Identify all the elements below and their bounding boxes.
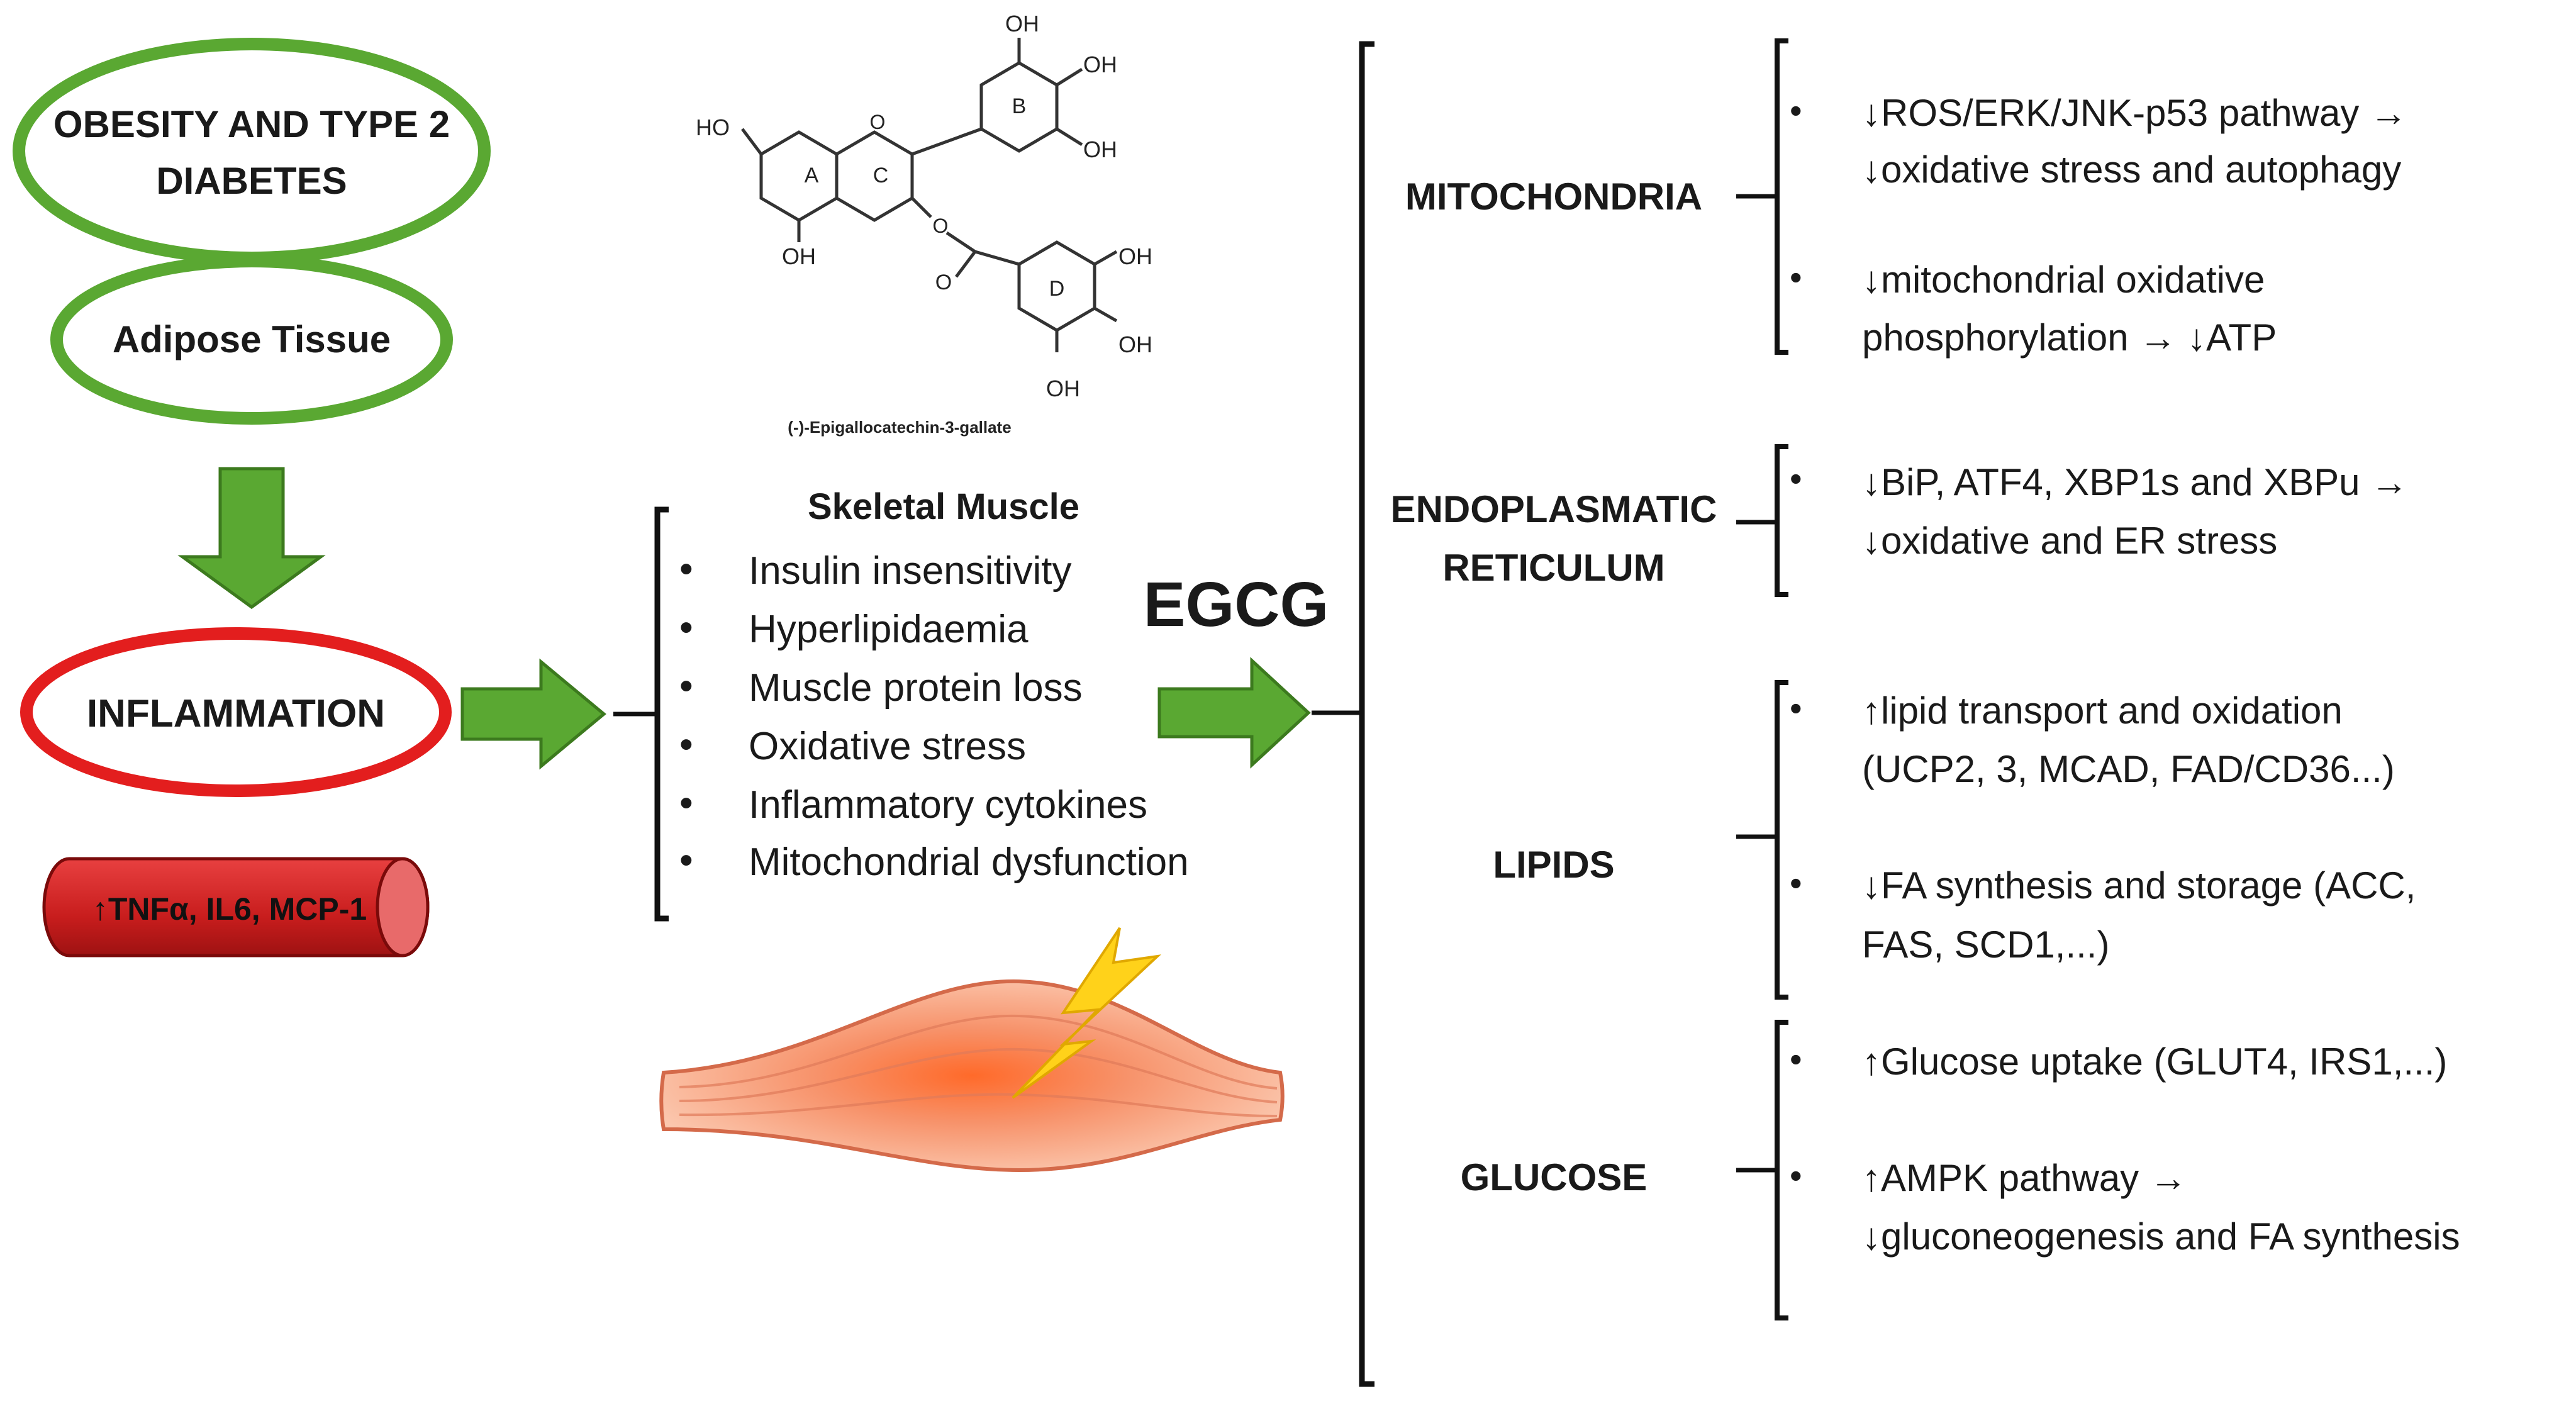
- muscle-title: Skeletal Muscle: [808, 486, 1079, 527]
- target-endoplasmatic-reticulum: ENDOPLASMATIC RETICULUM • ↓BiP, ATF4, XB…: [1391, 444, 2408, 597]
- egcg-label: EGCG: [1144, 569, 1329, 640]
- ring-a-label: A: [805, 164, 819, 187]
- bullet: •: [1790, 257, 1802, 297]
- muscle-item-bullet: •: [679, 723, 693, 766]
- glucose-bracket: [1775, 1020, 1788, 1320]
- oh-b-top-label: OH: [1005, 11, 1039, 36]
- muscle-list: • Insulin insensitivity • Hyperlipidaemi…: [679, 547, 1189, 884]
- molecule-caption: (-)-Epigallocatechin-3-gallate: [788, 418, 1011, 437]
- muscle-bracket: [654, 506, 669, 922]
- molecule-labels: A C B D O O O HO OH OH OH OH OH OH OH (-…: [696, 11, 1152, 437]
- pill-cap: [376, 857, 430, 957]
- target-glucose: GLUCOSE • ↑Glucose uptake (GLUT4, IRS1,.…: [1461, 1020, 2460, 1320]
- right-arrow-egcg: [1157, 657, 1311, 769]
- muscle-item-bullet: •: [679, 781, 693, 825]
- muscle-item: Mitochondrial dysfunction: [749, 840, 1189, 884]
- cytokine-label: ↑TNFα, IL6, MCP-1: [92, 891, 367, 927]
- ring-c-label: C: [873, 164, 889, 187]
- obesity-label-line1: OBESITY AND TYPE 2: [53, 103, 450, 145]
- bullet: •: [1790, 688, 1802, 728]
- oh-b-right-label: OH: [1083, 52, 1117, 77]
- lipids-effect-2-line1: ↓FA synthesis and storage (ACC,: [1862, 864, 2416, 907]
- bullet: •: [1790, 1039, 1802, 1079]
- glucose-effect-2-line1: ↑AMPK pathway →: [1862, 1157, 2187, 1199]
- er-effect-1-line1: ↓BiP, ATF4, XBP1s and XBPu →: [1862, 461, 2408, 503]
- er-label-line2: RETICULUM: [1442, 547, 1664, 589]
- obesity-label-line2: DIABETES: [156, 160, 347, 202]
- adipose-label: Adipose Tissue: [113, 318, 391, 360]
- ester-oxygen-label: O: [933, 215, 949, 237]
- muscle-item: Inflammatory cytokines: [749, 783, 1147, 827]
- down-arrow: [177, 467, 326, 610]
- adipose-node: Adipose Tissue: [50, 255, 453, 425]
- bullet: •: [1790, 459, 1802, 498]
- muscle-item: Muscle protein loss: [749, 666, 1083, 710]
- bullet: •: [1790, 1156, 1802, 1195]
- glucose-label: GLUCOSE: [1461, 1156, 1648, 1198]
- mitochondria-effect-2-line1: ↓mitochondrial oxidative: [1862, 259, 2265, 301]
- muscle-item-bullet: •: [679, 839, 693, 882]
- mitochondria-bracket: [1775, 38, 1788, 355]
- targets-bracket: [1359, 41, 1374, 1387]
- muscle-item: Hyperlipidaemia: [749, 608, 1029, 651]
- glucose-effect-2-line2: ↓gluconeogenesis and FA synthesis: [1862, 1215, 2460, 1258]
- inflammation-ellipse: [20, 627, 452, 797]
- obesity-ellipse: [13, 38, 491, 264]
- lipids-bracket: [1775, 680, 1788, 1000]
- bullet: •: [1790, 863, 1802, 903]
- oh-a-bottom-label: OH: [782, 243, 816, 269]
- muscle-illustration: [659, 927, 1285, 1173]
- ring-b-label: B: [1012, 94, 1027, 118]
- carbonyl-oxygen-label: O: [935, 271, 952, 294]
- ring-a: [759, 130, 839, 222]
- lightning-bolt-icon: [1012, 927, 1162, 1099]
- er-bracket: [1775, 444, 1788, 597]
- target-mitochondria: MITOCHONDRIA • ↓ROS/ERK/JNK-p53 pathway …: [1405, 38, 2407, 359]
- inflammation-node: INFLAMMATION: [20, 627, 452, 797]
- lipids-effect-1-line2: (UCP2, 3, MCAD, FAD/CD36...): [1862, 748, 2395, 790]
- glucose-effect-1-line1: ↑Glucose uptake (GLUT4, IRS1,...): [1862, 1041, 2447, 1083]
- egcg-molecule: [741, 38, 1118, 352]
- oh-d-right-label: OH: [1118, 332, 1152, 357]
- bullet: •: [1790, 91, 1802, 130]
- lipids-effect-1-line1: ↑lipid transport and oxidation: [1862, 689, 2343, 732]
- cytokine-pill: ↑TNFα, IL6, MCP-1: [42, 857, 430, 957]
- ring-d-label: D: [1049, 277, 1065, 301]
- muscle-body: [659, 979, 1285, 1173]
- target-lipids: LIPIDS • ↑lipid transport and oxidation …: [1493, 680, 2416, 1000]
- ho-left-label: HO: [696, 114, 730, 140]
- er-effect-1-line2: ↓oxidative and ER stress: [1862, 520, 2277, 562]
- muscle-item-bullet: •: [679, 664, 693, 708]
- lipids-effect-2-line2: FAS, SCD1,...): [1862, 924, 2109, 966]
- muscle-item-bullet: •: [679, 547, 693, 591]
- obesity-node: OBESITY AND TYPE 2 DIABETES: [13, 38, 491, 264]
- oh-b-bottom-label: OH: [1083, 137, 1117, 162]
- mitochondria-label: MITOCHONDRIA: [1405, 176, 1702, 218]
- muscle-item-bullet: •: [679, 606, 693, 649]
- muscle-item: Insulin insensitivity: [749, 549, 1071, 593]
- lipids-label: LIPIDS: [1493, 844, 1614, 886]
- oh-d-bottom-label: OH: [1046, 376, 1080, 401]
- er-label-line1: ENDOPLASMATIC: [1391, 488, 1717, 530]
- right-arrow-inflammation: [460, 658, 606, 770]
- inflammation-label: INFLAMMATION: [87, 692, 385, 735]
- mitochondria-effect-2-line2: phosphorylation → ↓ATP: [1862, 316, 2277, 359]
- oh-d-top-label: OH: [1118, 243, 1152, 269]
- mitochondria-effect-1-line2: ↓oxidative stress and autophagy: [1862, 148, 2401, 191]
- muscle-item: Oxidative stress: [749, 725, 1026, 768]
- mitochondria-effect-1-line1: ↓ROS/ERK/JNK-p53 pathway →: [1862, 92, 2407, 134]
- ring-oxygen-label: O: [870, 111, 886, 133]
- adipose-ellipse: [50, 255, 453, 425]
